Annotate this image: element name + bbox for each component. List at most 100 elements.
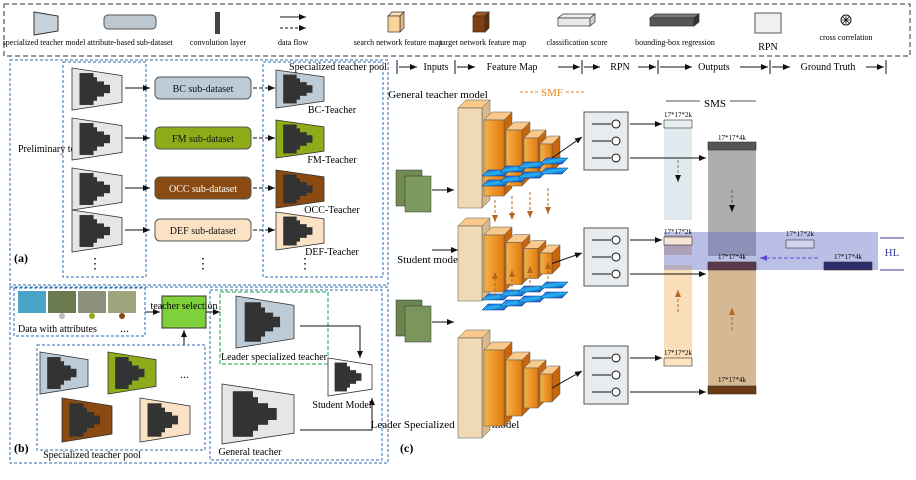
conv-layer-icon xyxy=(88,127,97,151)
specialized-teacher-icon xyxy=(275,211,325,251)
dim-cls-student: 17*17*2k xyxy=(664,228,693,236)
xcorr-node xyxy=(611,353,621,363)
subdataset-label: DEF sub-dataset xyxy=(170,226,237,237)
legend-label-rpn: RPN xyxy=(758,42,777,53)
to-rpn-arrow xyxy=(551,370,583,389)
leader-box xyxy=(219,291,329,365)
panel-a-frame xyxy=(9,59,389,286)
legend-frame xyxy=(3,3,911,57)
conv-layer-icon xyxy=(156,407,165,433)
input-image-2 xyxy=(404,175,432,213)
conv-layer-icon xyxy=(55,361,64,385)
feature-map-face xyxy=(539,157,569,165)
conv-layer-icon xyxy=(342,366,350,388)
cls-tile-bottom xyxy=(663,357,693,367)
conv-layer-icon xyxy=(263,312,274,332)
feature-map-face xyxy=(539,281,569,289)
header-rpn: RPN xyxy=(610,62,629,73)
conv-layer-icon xyxy=(86,412,94,428)
panel-b-frame xyxy=(9,286,389,464)
conv-layer-icon xyxy=(131,365,139,381)
subdataset-box xyxy=(154,126,252,150)
classification-score-icon xyxy=(557,13,596,27)
cls-tile-student xyxy=(663,236,693,246)
target-feature-map-icon xyxy=(472,11,490,33)
teacher-name: DEF-Teacher xyxy=(305,247,359,258)
xcorr-node xyxy=(611,252,621,262)
legend-label-target: target network feature map xyxy=(440,38,526,47)
conv-layer-icon xyxy=(96,223,104,239)
cross-correlation-icon xyxy=(840,14,852,26)
preliminary-teacher-icon xyxy=(71,67,123,111)
header-outputs: Outputs xyxy=(698,62,730,73)
student-network xyxy=(457,217,706,302)
preliminary-teacher-icon xyxy=(71,167,123,211)
conv-layer-icon xyxy=(96,81,104,97)
panel-b: Data with attributes ... teacher selecti… xyxy=(9,286,389,464)
conv-layer-icon xyxy=(291,78,300,100)
gt-cls-tile xyxy=(785,239,815,249)
teacher-model-icon xyxy=(33,11,59,36)
data-label: Data with attributes xyxy=(18,324,97,335)
conv-layer-icon xyxy=(171,415,178,425)
feature-block-front xyxy=(539,373,553,403)
data-thumb-1 xyxy=(18,291,46,313)
feature-block-front xyxy=(523,367,539,409)
xcorr-node xyxy=(611,235,621,245)
dim-reg-gt: 17*17*4k xyxy=(834,253,863,261)
conv-layer-icon xyxy=(164,412,172,428)
dim-cls-top: 17*17*2k xyxy=(664,111,693,119)
general-teacher-model-label: General teacher model xyxy=(388,89,488,101)
dot-brown xyxy=(119,313,125,319)
reg-tile-top xyxy=(707,141,757,151)
pool-teacher-bc xyxy=(39,351,89,395)
header-feature-map: Feature Map xyxy=(487,62,538,73)
search-feature-map-icon xyxy=(387,11,405,33)
rpn-icon xyxy=(754,12,782,34)
leader-teacher-network xyxy=(457,329,706,439)
panel-c-header: Inputs Feature Map RPN Outputs Ground Tr… xyxy=(396,60,887,74)
conv-layer-icon xyxy=(88,219,97,243)
conv-layer-icon xyxy=(123,361,132,385)
conv-layer-icon xyxy=(254,307,265,337)
conv-layer-icon xyxy=(349,370,357,384)
xcorr-node xyxy=(611,387,621,397)
sms-label: SMS xyxy=(704,98,726,110)
feature-map-tile xyxy=(539,291,569,299)
conv-layer-icon xyxy=(96,131,104,147)
preliminary-box xyxy=(62,61,147,278)
bbox-regression-icon xyxy=(649,13,700,27)
subdataset-icon xyxy=(103,14,157,30)
feature-block-front xyxy=(505,359,523,417)
header-inputs: Inputs xyxy=(424,62,449,73)
xcorr-node xyxy=(611,370,621,380)
data-thumb-2 xyxy=(48,291,76,313)
data-ellipsis: ... xyxy=(120,321,129,335)
cls-column-orange xyxy=(664,265,692,365)
data-thumb-3 xyxy=(78,291,106,313)
general-teacher-label: General teacher xyxy=(218,447,282,458)
preliminary-label: Preliminary teachers xyxy=(18,144,101,155)
teacher-selection-label: teacher selection xyxy=(151,301,218,312)
feature-map-face xyxy=(539,291,569,299)
conv-layer-icon xyxy=(299,224,307,238)
reg-tile-bottom xyxy=(707,385,757,395)
reg-column-brown xyxy=(708,266,756,386)
feature-map-tile xyxy=(539,167,569,175)
legend-label-reg: bounding-box regression xyxy=(635,38,715,47)
dim-reg-bottom: 17*17*4k xyxy=(718,376,747,384)
dim-cls-bottom: 17*17*2k xyxy=(664,349,693,357)
xcorr-node xyxy=(611,136,621,146)
xcorr-node xyxy=(611,269,621,279)
conv-layer-icon xyxy=(103,184,110,194)
dim-cls-gt: 17*17*2k xyxy=(786,230,815,238)
conv-layer-icon xyxy=(63,365,71,381)
pool-b-ellipsis: ... xyxy=(180,367,189,381)
pool-box xyxy=(262,61,384,278)
conv-layer-icon xyxy=(137,368,145,378)
specialized-teacher-icon xyxy=(275,69,325,109)
conv-layer-icon xyxy=(299,82,307,96)
xcorr-node xyxy=(611,119,621,129)
specialized-teacher-icon xyxy=(275,169,325,209)
pool-title: Specialized teacher pool xyxy=(289,62,387,73)
